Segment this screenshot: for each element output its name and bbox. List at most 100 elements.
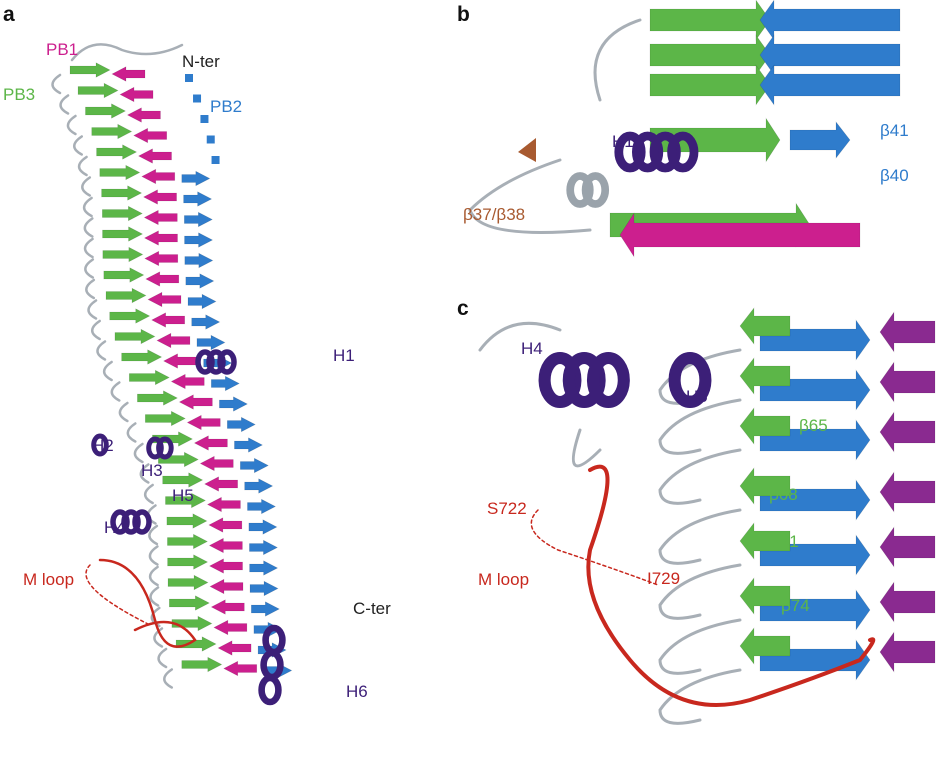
- strand-pb2: [206, 135, 215, 144]
- strand-pb2: [249, 580, 279, 597]
- strand-pb1: [133, 127, 168, 144]
- loop-c: [658, 618, 742, 675]
- strand-c-pb1: [879, 526, 936, 568]
- strand-pb3: [175, 636, 217, 652]
- strand-c-pb1: [879, 311, 936, 353]
- label-h4-a: H4: [104, 518, 126, 537]
- panel-b-letter: b: [457, 3, 470, 26]
- label-h2: H2: [92, 436, 114, 455]
- strand-c-pb3: [739, 467, 791, 505]
- helix-h1-a: [217, 349, 237, 375]
- label-pb3: PB3: [3, 85, 36, 104]
- helix-h4-a: [132, 509, 152, 535]
- loop-a: [77, 155, 88, 177]
- strand-pb3: [105, 287, 147, 304]
- loop-c: [658, 668, 742, 725]
- strand-c-pb3: [739, 357, 791, 395]
- helix-h1-b: [667, 131, 699, 173]
- strand-pb1: [143, 230, 178, 246]
- strand-pb3: [181, 656, 223, 673]
- strand-c-pb3: [739, 627, 791, 665]
- strand-pb1: [213, 619, 248, 636]
- label-b68: β68: [769, 485, 798, 504]
- loop-c: [658, 448, 742, 505]
- loop-a: [133, 442, 144, 464]
- strand-pb3: [162, 472, 204, 488]
- strand-pb1: [199, 455, 234, 472]
- strand-pb1: [119, 86, 154, 103]
- strand-pb1: [210, 599, 245, 615]
- label-h1-b: H1: [612, 132, 634, 151]
- loop-a: [110, 381, 121, 402]
- label-b41: β41: [880, 121, 909, 140]
- strand-pb1: [162, 353, 197, 369]
- label-s722: S722: [487, 499, 527, 518]
- helix-h4-a: [121, 509, 141, 535]
- loop-a: [51, 73, 62, 95]
- loop-a: [102, 360, 113, 382]
- strand-b41: [789, 121, 851, 159]
- strand-pb2: [196, 334, 226, 351]
- strand-b: [759, 64, 901, 106]
- strand-c-pb1: [879, 411, 936, 453]
- helix-h3: [146, 436, 164, 460]
- strand-pb2: [183, 191, 213, 207]
- loop-a: [59, 94, 70, 115]
- strand-pb2: [249, 539, 279, 556]
- strand-pb2: [219, 396, 249, 412]
- strand-pb3: [102, 205, 143, 222]
- loop-a: [87, 299, 98, 320]
- strand-pb3: [102, 226, 144, 242]
- helix-loop-b: [566, 172, 594, 208]
- helix-h1-b: [614, 131, 646, 173]
- strand-pb2: [185, 273, 215, 289]
- label-h4-c: H4: [521, 339, 543, 358]
- helix-h6: [262, 624, 286, 656]
- strand-c-pb1: [879, 631, 936, 673]
- strand-pb3: [167, 574, 209, 591]
- strand-pb1: [142, 189, 177, 205]
- loop-a: [90, 319, 101, 341]
- loop-c: [658, 508, 742, 565]
- label-b65: β65: [799, 416, 828, 435]
- strand-pb1: [206, 496, 241, 513]
- strand-b: [759, 34, 901, 76]
- strand-pb3: [137, 390, 179, 406]
- strand-pb1: [223, 660, 258, 677]
- strand-pb1: [203, 476, 238, 492]
- strand-c-pb1: [879, 581, 936, 623]
- loop-c: [478, 321, 602, 468]
- m-loop-c-disordered: [530, 509, 659, 586]
- loop-a: [126, 422, 137, 443]
- loop-a: [148, 545, 159, 566]
- loop-a: [163, 668, 174, 689]
- strand-pb2: [200, 115, 209, 123]
- strand-pb3: [167, 554, 209, 570]
- strand-pb1: [209, 578, 244, 595]
- strand-pb1: [170, 373, 205, 390]
- strand-pb1: [137, 148, 172, 164]
- strand-pb1: [145, 271, 180, 287]
- helix-h4-c: [538, 351, 582, 409]
- label-i729: I729: [647, 569, 681, 588]
- label-h1-a: H1: [333, 346, 355, 365]
- label-m-loop-a: M loop: [23, 570, 75, 589]
- strand-pb1: [143, 209, 178, 226]
- strand-pb1: [144, 250, 179, 267]
- strand-pb3: [128, 369, 170, 386]
- strand-pb1: [193, 435, 228, 451]
- strand-c-pb3: [739, 307, 791, 345]
- strand-b: [649, 0, 771, 41]
- label-b40: β40: [880, 166, 909, 185]
- strand-pb3: [77, 82, 119, 99]
- strand-c-pb3: [739, 577, 791, 615]
- strand-pb3: [102, 246, 144, 263]
- helix-h1-b: [649, 131, 681, 173]
- strand-c-pb3: [739, 407, 791, 445]
- strand-pb2: [234, 437, 264, 453]
- loop-a: [139, 463, 150, 484]
- strand-pb2: [244, 478, 274, 494]
- strand-pb2: [184, 232, 214, 248]
- helix-h2: [91, 433, 109, 457]
